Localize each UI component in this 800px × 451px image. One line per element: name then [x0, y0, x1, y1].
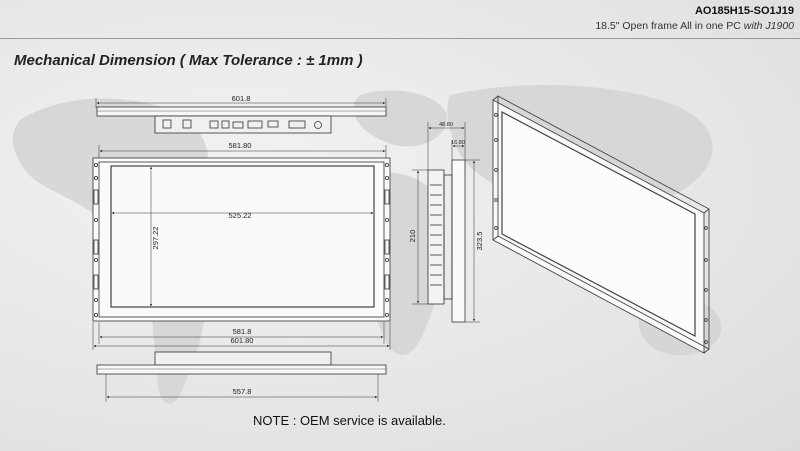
dim-bracket-width: 557.8	[233, 387, 252, 396]
io-port	[182, 119, 192, 129]
front-bezel	[98, 161, 385, 318]
dim-active-height: 297.22	[151, 227, 160, 250]
iso-screen	[501, 111, 696, 337]
subtitle-processor: with J1900	[743, 20, 794, 32]
front-frame	[92, 157, 391, 322]
dim-top-overall: 601.8	[232, 94, 251, 103]
model-number: AO185H15-SO1J19	[694, 5, 794, 17]
front-view	[92, 145, 391, 350]
section-heading: Mechanical Dimension ( Max Tolerance : ±…	[14, 52, 363, 69]
side-view	[412, 122, 480, 323]
side-mid	[443, 174, 453, 300]
bottom-housing	[154, 351, 332, 366]
product-subtitle: 18.5" Open frame All in one PC with J190…	[595, 20, 794, 32]
dim-bottom-inner-width: 581.8	[233, 327, 252, 336]
io-port	[221, 120, 230, 129]
dim-side-total-height: 323.5	[475, 232, 484, 251]
top-view	[95, 98, 387, 134]
dim-side-mount-height: 210	[408, 230, 417, 243]
header-divider	[0, 38, 800, 39]
io-port	[288, 120, 306, 129]
active-area	[110, 165, 375, 308]
io-port	[247, 120, 263, 129]
io-power-button	[314, 121, 322, 129]
oem-note: NOTE : OEM service is available.	[253, 413, 446, 428]
dim-front-inner-width: 581.80	[229, 141, 252, 150]
side-housing	[427, 169, 445, 305]
isometric-view	[492, 95, 710, 354]
io-port	[232, 121, 244, 129]
dim-side-bezel: 16.80	[451, 140, 465, 146]
io-port	[267, 120, 279, 128]
bottom-view	[96, 351, 387, 402]
dim-side-depth: 48.80	[439, 122, 453, 128]
io-port	[162, 119, 172, 129]
io-port	[209, 120, 219, 129]
top-frame-edge	[96, 106, 387, 117]
dim-bottom-overall: 601.80	[231, 336, 254, 345]
bottom-frame-edge	[96, 364, 387, 375]
side-panel	[451, 159, 466, 323]
subtitle-main: 18.5" Open frame All in one PC	[595, 20, 744, 32]
dim-active-width: 525.22	[229, 211, 252, 220]
